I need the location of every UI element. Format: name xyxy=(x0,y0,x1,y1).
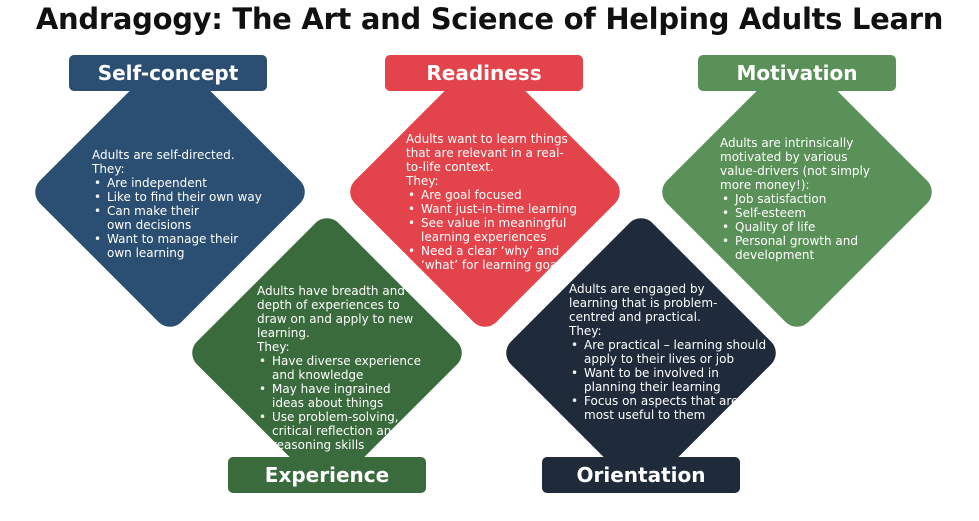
intro-text: They: xyxy=(406,174,439,188)
list-item: Want just-in-time learning xyxy=(406,202,586,216)
orientation-content: Adults are engaged by learning that is p… xyxy=(569,282,766,422)
bullet-list: Are goal focused Want just-in-time learn… xyxy=(406,188,586,272)
list-item: Can make their own decisions xyxy=(92,204,227,232)
readiness-content: Adults want to learn things that are rel… xyxy=(406,132,586,272)
intro-text: Adults are self-directed. xyxy=(92,148,235,162)
intro-text: Adults have breadth and depth of experie… xyxy=(257,284,414,340)
intro-text: They: xyxy=(257,340,290,354)
list-item: Want to manage their own learning xyxy=(92,232,262,260)
self-concept-label: Self-concept xyxy=(69,55,267,91)
intro-text: Adults are engaged by learning that is p… xyxy=(569,282,718,324)
list-item: May have ingrained ideas about things xyxy=(257,382,422,410)
intro-text: Adults want to learn things that are rel… xyxy=(406,132,568,174)
list-item: Use problem-solving, critical reflection… xyxy=(257,410,422,452)
bullet-list: Are practical – learning should apply to… xyxy=(569,338,766,422)
bullet-list: Are independent Like to find their own w… xyxy=(92,176,267,260)
list-item: See value in meaningful learning experie… xyxy=(406,216,571,244)
list-item: Job satisfaction xyxy=(720,192,885,206)
list-item: Quality of life xyxy=(720,220,885,234)
intro-text: They: xyxy=(569,324,602,338)
bullet-list: Job satisfaction Self-esteem Quality of … xyxy=(720,192,885,262)
list-item: Want to be involved in planning their le… xyxy=(569,366,734,394)
motivation-content: Adults are intrinsically motivated by va… xyxy=(720,136,885,262)
intro-text: Adults are intrinsically motivated by va… xyxy=(720,136,870,192)
orientation-label: Orientation xyxy=(542,457,740,493)
intro-text: They: xyxy=(92,162,125,176)
list-item: Are practical – learning should apply to… xyxy=(569,338,769,366)
list-item: Like to find their own way xyxy=(92,190,267,204)
list-item: Self-esteem xyxy=(720,206,885,220)
list-item: Have diverse experience and knowledge xyxy=(257,354,422,382)
self-concept-content: Adults are self-directed. They: Are inde… xyxy=(92,148,267,260)
bullet-list: Have diverse experience and knowledge Ma… xyxy=(257,354,432,452)
readiness-label: Readiness xyxy=(385,55,583,91)
page-title: Andragogy: The Art and Science of Helpin… xyxy=(35,2,944,36)
experience-content: Adults have breadth and depth of experie… xyxy=(257,284,432,452)
list-item: Need a clear ‘why’ and ‘what’ for learni… xyxy=(406,244,586,272)
list-item: Focus on aspects that are most useful to… xyxy=(569,394,739,422)
motivation-label: Motivation xyxy=(698,55,896,91)
experience-label: Experience xyxy=(228,457,426,493)
list-item: Are independent xyxy=(92,176,267,190)
list-item: Are goal focused xyxy=(406,188,586,202)
list-item: Personal growth and development xyxy=(720,234,875,262)
